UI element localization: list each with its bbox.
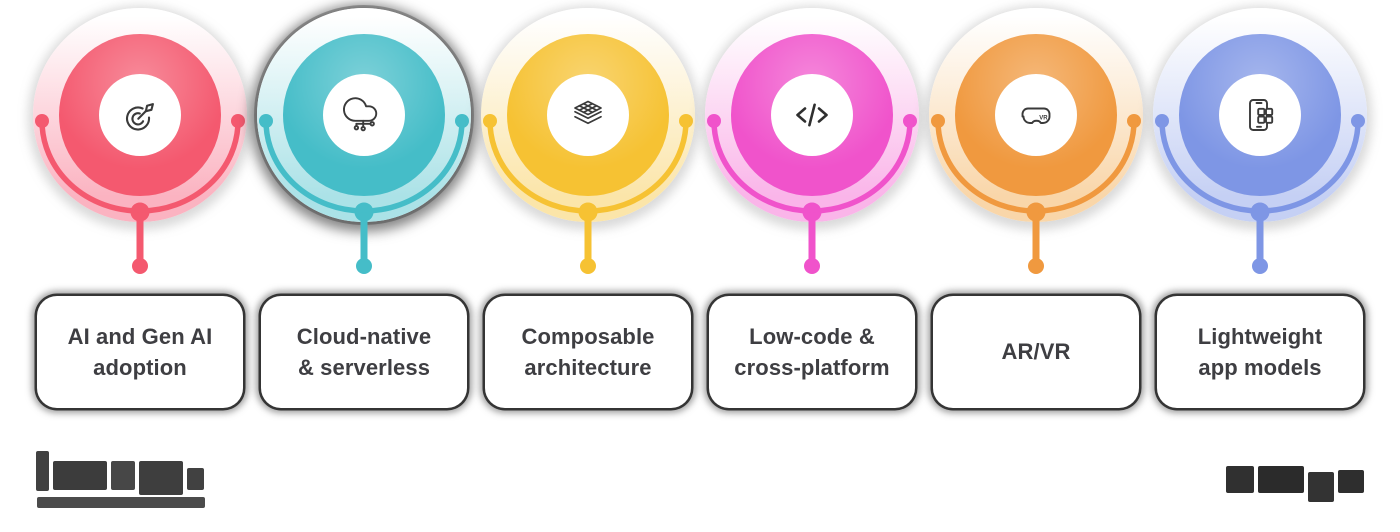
logo-block [1226,466,1254,493]
icon-disc [323,74,405,156]
vr-headset-icon: VR [1012,91,1060,139]
cradle-connector [35,114,245,274]
cloud-network-icon [340,91,388,139]
svg-text:VR: VR [1039,116,1048,122]
logo-block [139,461,183,495]
trend-label: Lightweight app models [1197,323,1323,380]
cradle-connector [483,114,693,274]
smartphone-apps-icon [1236,91,1284,139]
logo-block [1258,466,1304,493]
cradle-connector [931,114,1141,274]
trend-label: Low-code & cross-platform [734,323,890,380]
trends-row: AI and Gen AI adoption Cloud-native & se… [28,0,1372,420]
icon-disc: VR [995,74,1077,156]
logo-block [187,468,204,490]
logo-tagline-block [37,497,205,508]
trend-label: AI and Gen AI adoption [67,323,213,380]
icon-disc [99,74,181,156]
trend-item: Low-code & cross-platform [700,0,924,420]
code-brackets-icon [788,91,836,139]
trend-circle [955,34,1117,196]
target-arrow-icon [116,91,164,139]
icon-disc [1219,74,1301,156]
trend-item: AI and Gen AI adoption [28,0,252,420]
cradle-connector [707,114,917,274]
icon-disc [547,74,629,156]
logo-block [36,451,49,491]
logo-block [111,461,135,490]
trend-label: AR/VR [1001,339,1071,365]
logo-block [53,461,107,490]
trend-card: Composable architecture [485,296,691,408]
trend-label: Cloud-native & serverless [296,323,432,380]
logo-block [1338,470,1364,493]
trend-card: AI and Gen AI adoption [37,296,243,408]
trend-item: Cloud-native & serverless [252,0,476,420]
cradle-connector [259,114,469,274]
company-logo-right [1224,462,1366,504]
trend-card: AR/VR [933,296,1139,408]
trend-item: VR AR/VR [924,0,1148,420]
trend-card: Lightweight app models [1157,296,1363,408]
trend-label: Composable architecture [521,323,655,380]
trend-card: Cloud-native & serverless [261,296,467,408]
trend-card: Low-code & cross-platform [709,296,915,408]
trend-item: Composable architecture [476,0,700,420]
company-logo-left [36,450,208,508]
logo-block [1308,472,1334,502]
cradle-connector [1155,114,1365,274]
stacked-layers-icon [564,91,612,139]
icon-disc [771,74,853,156]
trend-item: Lightweight app models [1148,0,1372,420]
